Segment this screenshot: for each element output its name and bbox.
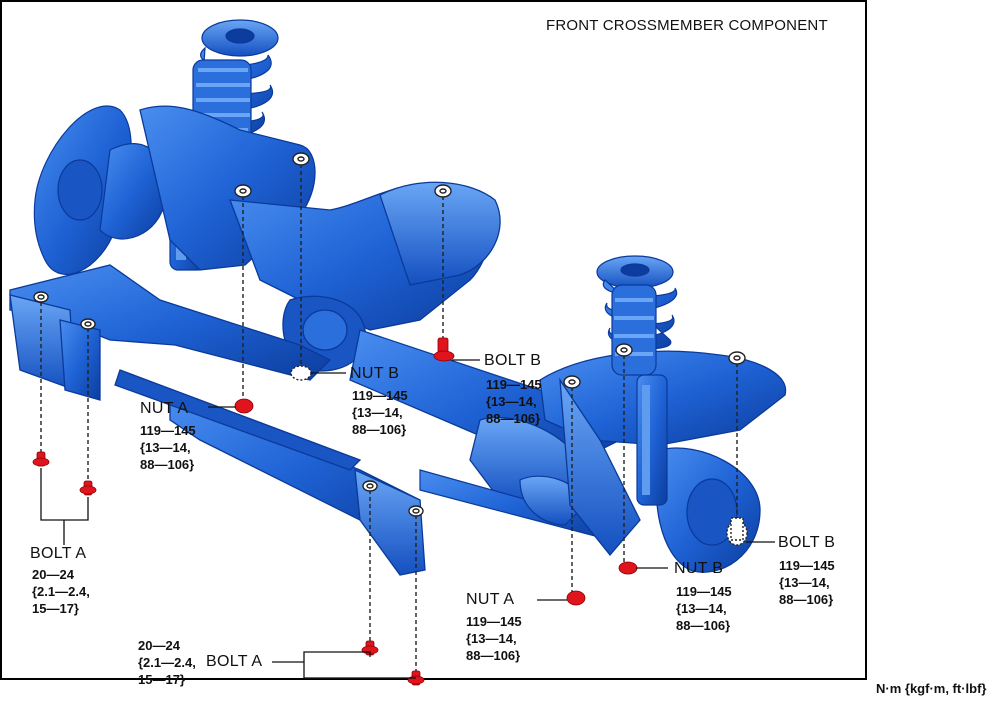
nut-a-left-label: NUT A	[140, 400, 189, 417]
bolt-b-center-torque: 119—145 {13—14, 88—106}	[486, 377, 542, 426]
bolt-b-right-label: BOLT B	[778, 534, 836, 551]
nut-a-right-torque: 119—145 {13—14, 88—106}	[466, 614, 522, 663]
dashed-leaders	[40, 164, 738, 676]
diagram-title: FRONT CROSSMEMBER COMPONENT	[546, 17, 828, 34]
washers	[33, 152, 748, 546]
frame-border	[0, 0, 867, 680]
nut-a-right-label: NUT A	[466, 591, 515, 608]
right-strut-assembly	[596, 255, 678, 506]
nut-a-left-torque: 119—145 {13—14, 88—106}	[140, 423, 196, 472]
right-lower-arm	[539, 350, 787, 573]
bolt-a-1	[32, 451, 50, 467]
bolt-a-left-label: BOLT A	[30, 545, 87, 562]
nut-b-right-torque: 119—145 {13—14, 88—106}	[676, 584, 732, 633]
units-label: N·m {kgf·m, ft·lbf}	[876, 681, 987, 696]
bolt-b-right-torque: 119—145 {13—14, 88—106}	[779, 558, 835, 607]
nut-a-2	[566, 590, 586, 606]
crossmember-body	[139, 105, 621, 506]
nut-b-2	[618, 561, 638, 575]
bolt-b-center-label: BOLT B	[484, 352, 542, 369]
front-crossbeam	[9, 264, 426, 576]
bolt-a-2	[79, 480, 97, 496]
bolt-a-left-torque: 20—24 {2.1—2.4, 15—17}	[32, 567, 90, 616]
nut-b-center-torque: 119—145 {13—14, 88—106}	[352, 388, 408, 437]
bolt-a-bottom-torque: 20—24 {2.1—2.4, 15—17}	[138, 638, 196, 687]
nut-a-1	[234, 398, 254, 414]
left-knuckle	[33, 105, 167, 275]
callout-leaders	[40, 359, 775, 679]
bolt-b-1	[433, 337, 455, 362]
bolt-a-bottom-label: BOLT A	[206, 653, 263, 670]
nut-b-center-label: NUT B	[350, 365, 400, 382]
red-fasteners	[32, 337, 638, 686]
nut-b-right-label: NUT B	[674, 560, 724, 577]
